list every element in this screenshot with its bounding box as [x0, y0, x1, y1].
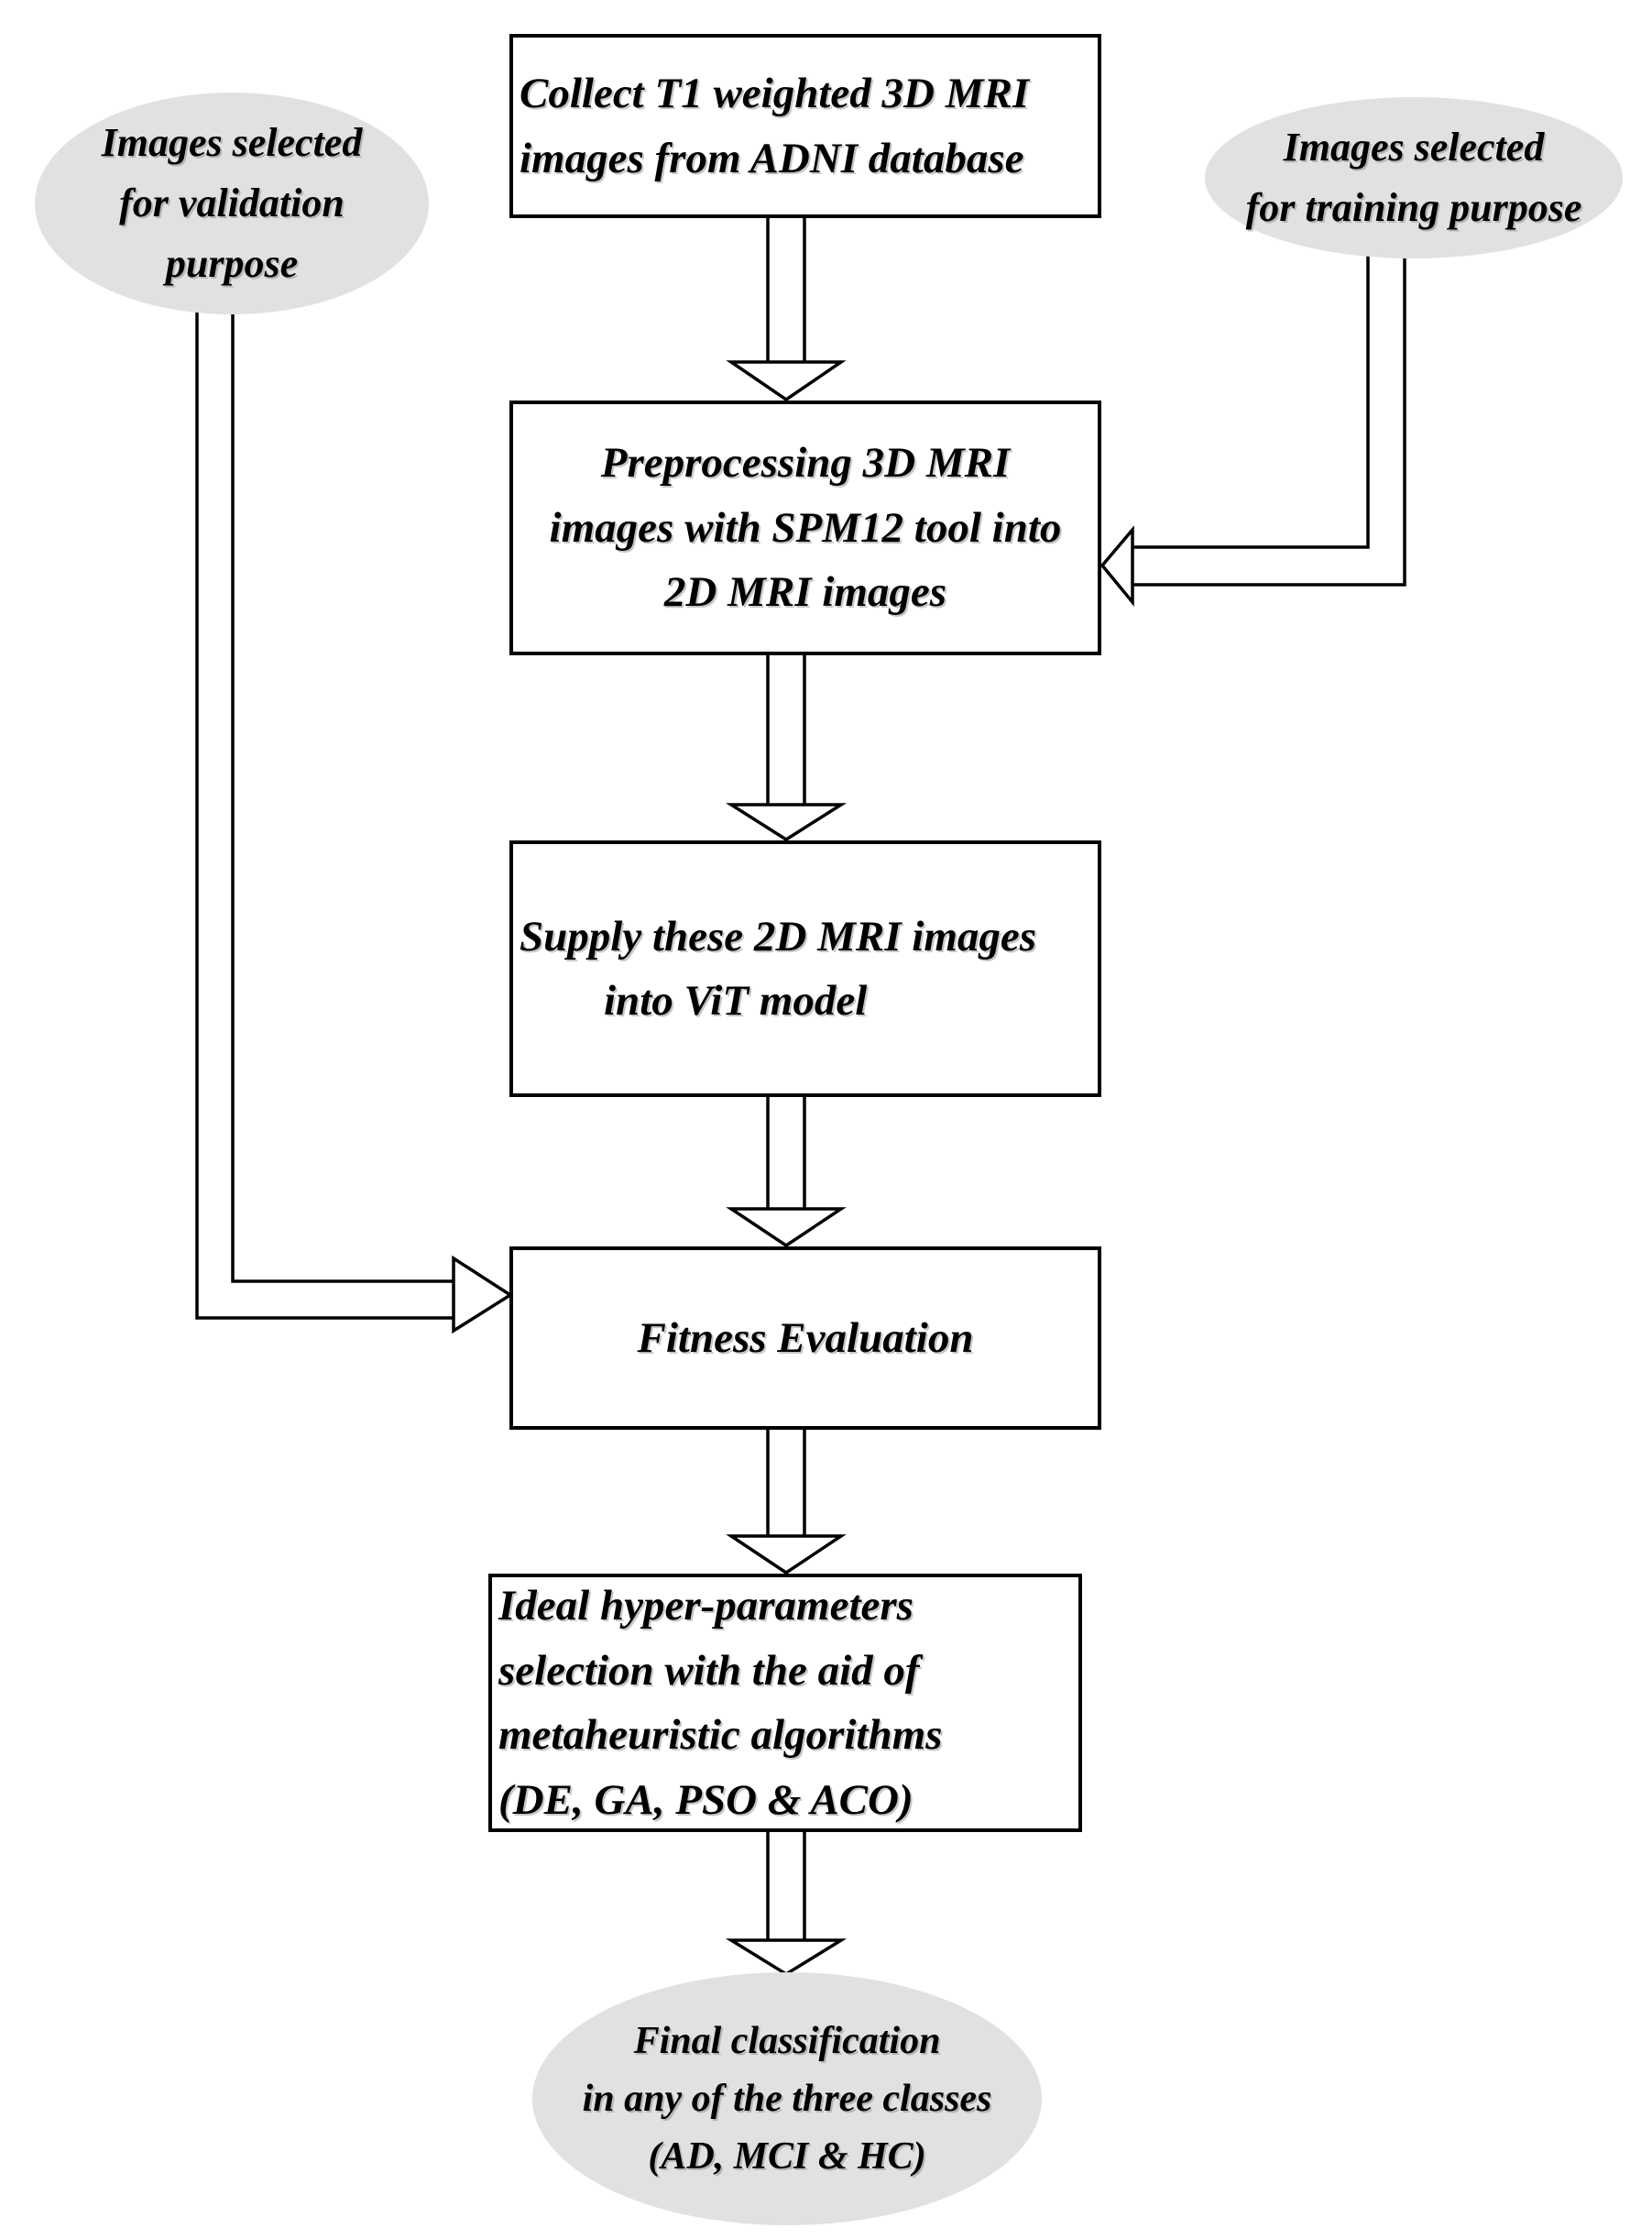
box-text-line: Fitness Evaluation — [637, 1313, 974, 1362]
ellipse-text-line: for validation — [119, 181, 345, 225]
box-text-line: into ViT model — [604, 977, 868, 1025]
arrowhead-down-icon — [725, 803, 848, 842]
arrow-training-to-preprocess — [1100, 220, 1406, 607]
ellipse-text-line: Final classification — [633, 2019, 941, 2062]
box-text-line: images with SPM12 tool into — [549, 503, 1062, 552]
box-text-line: metaheuristic algorithms — [498, 1711, 943, 1759]
arrowhead-down-icon — [726, 1534, 847, 1575]
ellipse-text-line: purpose — [165, 241, 299, 286]
preprocess-box: Preprocessing 3D MRI images with SPM12 t… — [509, 401, 1101, 655]
arrow-shaft-line — [231, 275, 454, 1283]
ellipse-text-line: (AD, MCI & HC) — [648, 2135, 926, 2178]
ellipse-text-line: for training purpose — [1245, 185, 1582, 230]
ellipse-text-line: in any of the three classes — [582, 2077, 992, 2120]
box-text-line: Collect T1 weighted 3D MRI — [520, 70, 1030, 117]
arrow-supply-to-fitness — [726, 1097, 847, 1248]
arrow-fitness-to-hyperparameters — [726, 1430, 847, 1575]
arrowhead-down-icon — [725, 1938, 848, 1977]
arrowhead-down-icon — [726, 360, 847, 402]
box-text-line: Preprocessing 3D MRI — [600, 439, 1011, 488]
arrow-shaft-line — [195, 275, 454, 1320]
validation-ellipse: Images selected for validation purpose — [35, 93, 429, 314]
supply-box: Supply these 2D MRI images into ViT mode… — [509, 840, 1101, 1097]
box-text-line: 2D MRI images — [663, 568, 947, 617]
arrowhead-left-icon — [1100, 525, 1134, 607]
final-classification-ellipse: Final classification in any of the three… — [532, 1972, 1042, 2225]
arrow-preprocess-to-supply — [725, 655, 848, 842]
training-ellipse: Images selected for training purpose — [1205, 97, 1623, 258]
box-text-line: selection with the aid of — [498, 1646, 920, 1695]
arrow-shaft-line — [1132, 220, 1406, 587]
box-text-line: Supply these 2D MRI images — [520, 912, 1037, 960]
ellipse-text-line: Images selected — [1283, 125, 1545, 170]
arrow-validation-to-fitness — [195, 275, 514, 1334]
box-text-line: Ideal hyper-parameters — [498, 1582, 914, 1630]
arrow-hyperparameters-to-final — [725, 1832, 848, 1977]
ellipse-text-line: Images selected — [101, 120, 363, 165]
arrow-shaft-line — [1132, 220, 1370, 549]
arrowhead-down-icon — [726, 1207, 847, 1248]
arrow-collect-to-preprocess — [726, 218, 847, 402]
box-text-line: images from ADNI database — [520, 134, 1024, 182]
collect-box: Collect T1 weighted 3D MRI images from A… — [509, 34, 1101, 218]
hyperparameters-box: Ideal hyper-parameters selection with th… — [488, 1574, 1082, 1832]
fitness-box: Fitness Evaluation — [509, 1246, 1101, 1430]
arrowhead-right-icon — [452, 1255, 514, 1334]
box-text-line: (DE, GA, PSO & ACO) — [498, 1775, 914, 1824]
